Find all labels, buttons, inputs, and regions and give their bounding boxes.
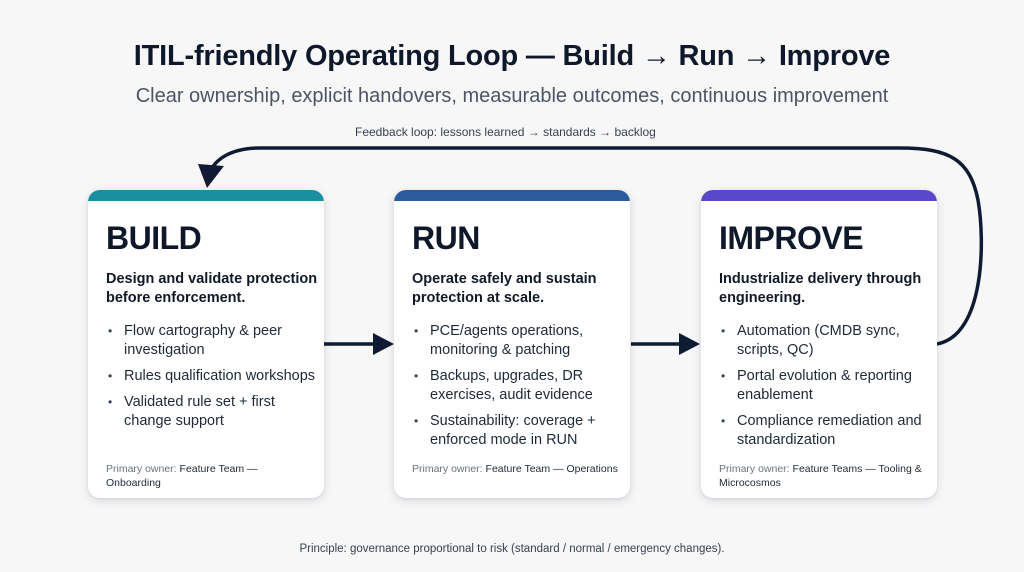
list-item: • Validated rule set + first change suppo…	[106, 393, 316, 431]
list-item-text: Automation (CMDB sync, scripts, QC)	[737, 323, 900, 358]
owner-label: Primary owner:	[719, 463, 790, 475]
list-item-text: Portal evolution & reporting enablement	[737, 368, 912, 403]
improve-card-accent-bar	[701, 190, 937, 201]
build-card: BUILD Design and validate protection bef…	[88, 190, 324, 498]
owner-value: Feature Team — Operations	[485, 463, 618, 475]
page-subtitle: Clear ownership, explicit handovers, mea…	[135, 85, 889, 107]
list-item-text: Compliance remediation and standardizati…	[737, 413, 922, 448]
build-lead: Design and validate protection before en…	[106, 271, 318, 306]
bullet-icon: •	[721, 369, 726, 383]
run-items: • PCE/agents operations, monitoring & pat…	[412, 322, 622, 457]
list-item: • Portal evolution & reporting enablement	[719, 367, 929, 405]
bullet-icon: •	[108, 369, 113, 383]
run-heading: RUN	[412, 220, 480, 256]
list-item: • Rules qualification workshops	[106, 367, 316, 386]
bullet-icon: •	[414, 414, 419, 428]
build-heading: BUILD	[106, 220, 202, 256]
list-item: • Automation (CMDB sync, scripts, QC)	[719, 322, 929, 360]
bullet-icon: •	[108, 395, 113, 409]
principle-note: Principle: governance proportional to ri…	[299, 543, 725, 555]
list-item-text: Sustainability: coverage + enforced mode…	[430, 413, 596, 448]
run-owner: Primary owner: Feature Team — Operations	[412, 462, 620, 476]
list-item: • Backups, upgrades, DR exercises, audit …	[412, 367, 622, 405]
feedback-loop-arrowhead	[198, 164, 224, 188]
bullet-icon: •	[721, 414, 726, 428]
owner-value: Feature Team — Onboarding	[106, 463, 258, 489]
run-to-improve-arrowhead	[679, 333, 700, 355]
feedback-loop-arrow	[208, 146, 984, 346]
list-item: • Compliance remediation and standardizat…	[719, 412, 929, 450]
build-owner: Primary owner: Feature Team — Onboarding	[106, 462, 314, 490]
list-item: • PCE/agents operations, monitoring & pat…	[412, 322, 622, 360]
feedback-loop-label: Feedback loop: lessons learned → standar…	[355, 125, 656, 139]
run-card: RUN Operate safely and sustain protectio…	[394, 190, 630, 498]
page-title: ITIL-friendly Operating Loop — Build → R…	[133, 40, 891, 72]
improve-card: IMPROVE Industrialize delivery through e…	[701, 190, 937, 498]
owner-value: Feature Teams — Tooling & Microcosmos	[719, 463, 922, 489]
list-item-text: Rules qualification workshops	[124, 368, 316, 384]
bullet-icon: •	[108, 324, 113, 338]
run-card-accent-bar	[394, 190, 630, 201]
run-lead: Operate safely and sustain protection at…	[412, 271, 597, 306]
list-item-text: Validated rule set + first change suppor…	[124, 394, 275, 429]
build-to-run-arrowhead	[373, 333, 394, 355]
build-card-accent-bar	[88, 190, 324, 201]
list-item-text: Backups, upgrades, DR exercises, audit e…	[430, 368, 593, 403]
owner-label: Primary owner:	[412, 463, 483, 475]
list-item-text: Flow cartography & peer investigation	[124, 323, 282, 358]
list-item: • Flow cartography & peer investigation	[106, 322, 316, 360]
improve-owner: Primary owner: Feature Teams — Tooling &…	[719, 462, 927, 490]
improve-lead: Industrialize delivery through engineeri…	[719, 271, 922, 306]
bullet-icon: •	[414, 324, 419, 338]
list-item: • Sustainability: coverage + enforced mod…	[412, 412, 622, 450]
improve-items: • Automation (CMDB sync, scripts, QC) • Po…	[719, 322, 929, 457]
bullet-icon: •	[721, 324, 726, 338]
improve-heading: IMPROVE	[719, 220, 864, 256]
owner-label: Primary owner:	[106, 463, 177, 475]
bullet-icon: •	[414, 369, 419, 383]
list-item-text: PCE/agents operations, monitoring & patc…	[430, 323, 584, 358]
build-items: • Flow cartography & peer investigation •…	[106, 322, 316, 438]
